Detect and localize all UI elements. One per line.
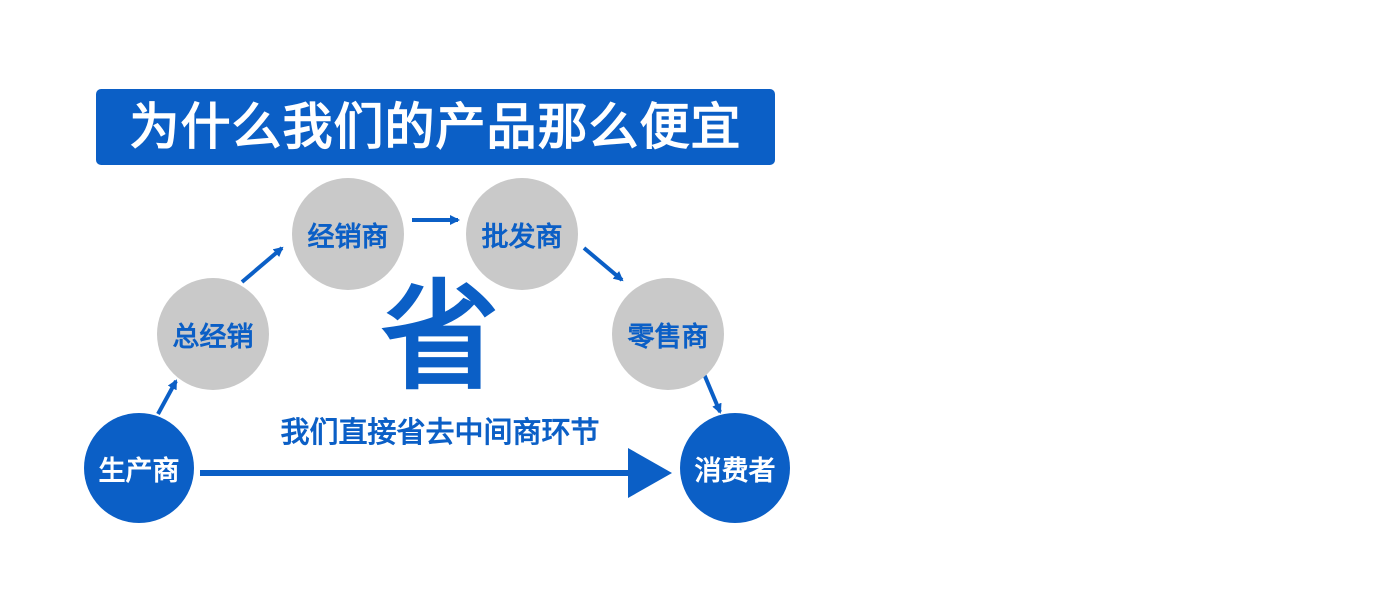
node-retailer: 零售商 — [612, 278, 724, 390]
arrow-retailer-to-consumer — [702, 373, 722, 414]
node-consumer-label: 消费者 — [694, 455, 776, 487]
node-producer-label: 生产商 — [98, 455, 180, 487]
arrow-general-distributor-to-distributor — [240, 246, 284, 284]
node-retailer-label: 零售商 — [627, 321, 709, 353]
node-general-distributor: 总经销 — [157, 278, 269, 390]
node-consumer: 消费者 — [680, 413, 790, 523]
node-wholesaler-label: 批发商 — [481, 221, 563, 253]
node-general-distributor-label: 总经销 — [172, 321, 254, 353]
caption-text: 我们直接省去中间商环节 — [280, 415, 600, 449]
node-producer: 生产商 — [84, 413, 194, 523]
arrow-producer-to-general-distributor — [156, 379, 178, 415]
save-character: 省 — [380, 268, 499, 406]
node-wholesaler: 批发商 — [466, 178, 578, 290]
arrow-producer-to-consumer-head — [628, 448, 672, 498]
arrow-wholesaler-to-retailer — [582, 246, 624, 282]
node-distributor-label: 经销商 — [307, 221, 389, 253]
node-distributor: 经销商 — [292, 178, 404, 290]
page-title: 为什么我们的产品那么便宜 — [96, 89, 775, 165]
